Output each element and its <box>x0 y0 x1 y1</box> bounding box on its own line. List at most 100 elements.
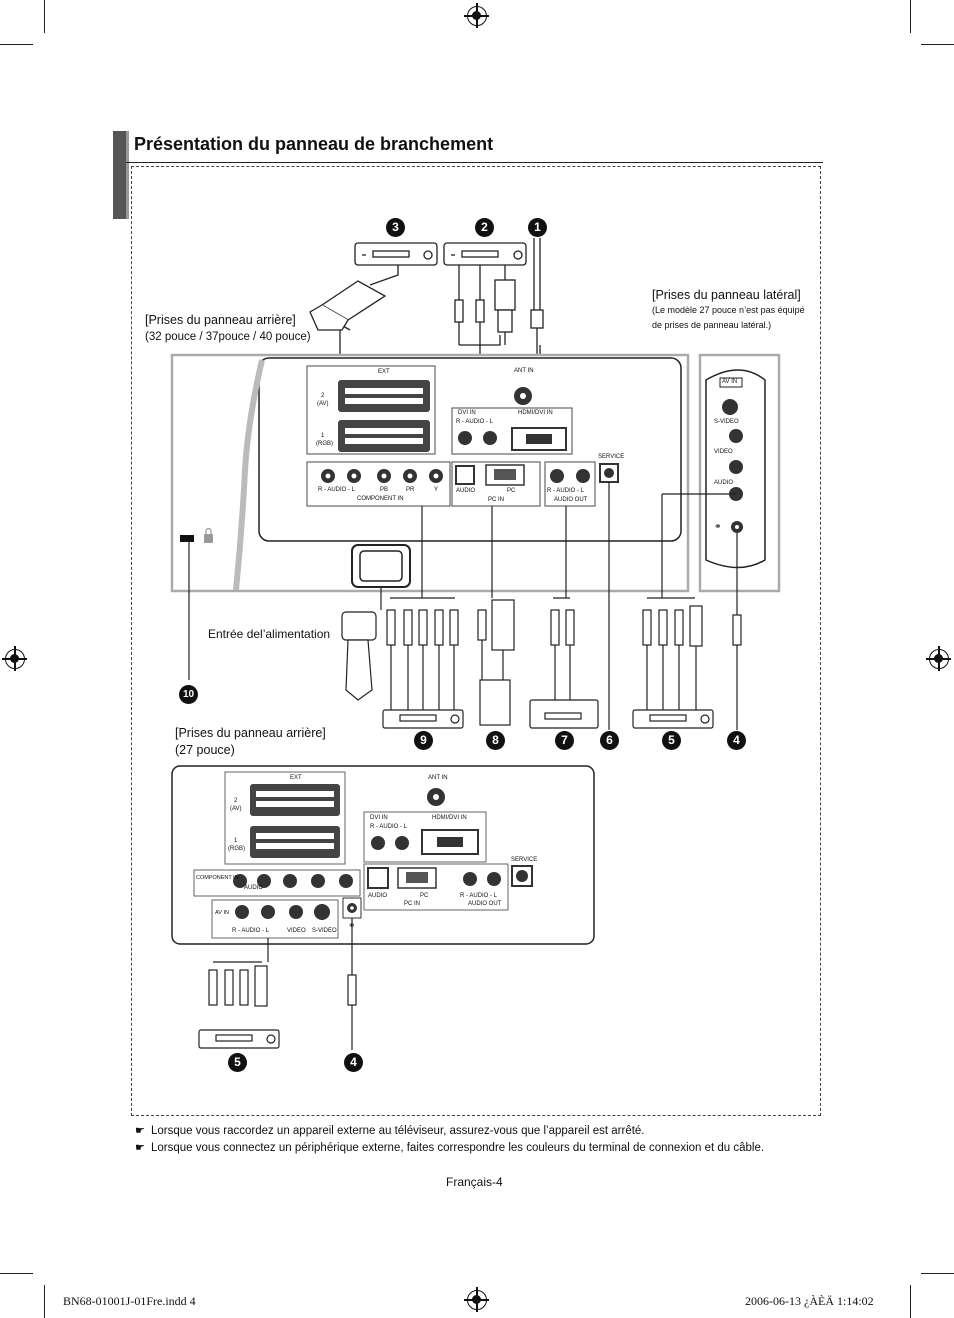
crop-mark <box>0 44 33 45</box>
av-plugs <box>632 605 714 729</box>
callout-4: 4 <box>727 731 746 750</box>
crop-mark <box>910 0 911 33</box>
callout-5: 5 <box>662 731 681 750</box>
power-input-label: Entrée del’alimentation <box>208 627 331 641</box>
side-panel <box>698 353 781 593</box>
panel27-label-av-audio: R - AUDIO - L <box>232 928 270 934</box>
panel-label-rgb1: 1 <box>321 433 325 439</box>
callout-1: 1 <box>528 218 547 237</box>
slug-timestamp: 2006-06-13 ¿ÀÈÄ 1:14:02 <box>745 1294 874 1308</box>
panel27-label-pc-audio: AUDIO <box>368 893 388 899</box>
panel27-label-ant-in: ANT IN <box>428 775 448 781</box>
page-title: Présentation du panneau de branchement <box>134 134 494 154</box>
headphone-plug <box>732 614 742 730</box>
registration-mark-icon <box>464 1287 489 1312</box>
panel27-label-audio-out: AUDIO OUT <box>468 901 502 907</box>
callout-9: 9 <box>414 731 433 750</box>
rear-panel-large-sizes: (32 pouce / 37pouce / 40 pouce) <box>145 331 311 343</box>
panel-label-av-in: AV IN <box>722 379 738 385</box>
pointing-hand-icon: ☛ <box>135 1142 145 1154</box>
panel27-label-av2-sub: (AV) <box>230 806 242 812</box>
panel27-label-rgb1: 1 <box>234 838 238 844</box>
side-panel-note: (Le modèle 27 pouce n’est pas équipé <box>652 305 805 315</box>
callout-10: 10 <box>179 685 198 704</box>
panel-label-service: SERVICE <box>598 454 625 460</box>
note-item: ☛ Lorsque vous connectez un périphérique … <box>135 1141 764 1154</box>
panel27-label-video: VIDEO <box>287 928 306 934</box>
panel-label-audio: R - AUDIO - L <box>456 419 494 425</box>
note-text: Lorsque vous connectez un périphérique e… <box>151 1142 765 1154</box>
registration-mark-icon <box>2 646 27 671</box>
panel-label-pb: PB <box>380 487 389 493</box>
panel-label-dvi-in: DVI IN <box>458 410 476 416</box>
panel-label-side-audio: AUDIO <box>714 480 734 486</box>
callout-8: 8 <box>486 731 505 750</box>
callout-6: 6 <box>600 731 619 750</box>
panel27-label-dvi-audio: R - AUDIO - L <box>370 824 408 830</box>
panel-label-av2-sub: (AV) <box>317 401 329 407</box>
slug-file: BN68-01001J-01Fre.indd 4 <box>63 1294 196 1308</box>
panel27-label-dvi-in: DVI IN <box>370 815 388 821</box>
panel-label-rgb1-sub: (RGB) <box>316 441 333 447</box>
panel27-label-audio-out-rl: R - AUDIO - L <box>460 893 498 899</box>
pc-plugs <box>477 599 515 726</box>
callout-3: 3 <box>386 218 405 237</box>
crop-mark <box>0 1273 33 1274</box>
panel27-label-av2: 2 <box>234 798 238 804</box>
panel-label-component-in: COMPONENT IN <box>357 496 404 502</box>
registration-mark-icon <box>926 646 951 671</box>
panel-label-audio-out-rl: R - AUDIO - L <box>547 488 585 494</box>
panel-label-pc: PC <box>507 488 516 494</box>
panel-label-ant-in: ANT IN <box>514 368 534 374</box>
panel27-label-s-video: S-VIDEO <box>312 928 337 934</box>
panel27-label-component-audio: AUDIO <box>244 885 264 891</box>
panel27-label-av-in: AV IN <box>215 910 229 916</box>
panel-label-ext: EXT <box>378 369 390 375</box>
title-accent-bar <box>113 131 126 219</box>
crop-mark <box>910 1285 911 1318</box>
panel27-label-rgb1-sub: (RGB) <box>228 846 245 852</box>
panel-label-pc-in: PC IN <box>488 497 505 503</box>
panel27-label-pc-in: PC IN <box>404 901 421 907</box>
panel27-label-hdmi-dvi-in: HDMI/DVI IN <box>432 815 467 821</box>
callout-2: 2 <box>475 218 494 237</box>
device-top-scart <box>354 242 438 266</box>
page-number: Français-4 <box>446 1175 503 1189</box>
panel-label-video: VIDEO <box>714 449 733 455</box>
panel-label-av2: 2 <box>321 393 325 399</box>
rear-panel-large-heading: [Prises du panneau arrière] <box>145 313 296 327</box>
panel-label-y: Y <box>434 487 439 493</box>
rear-panel-large <box>170 353 690 593</box>
component-plugs <box>382 609 464 729</box>
panel27-label-service: SERVICE <box>511 857 538 863</box>
callout-5-27: 5 <box>228 1053 247 1072</box>
headphone-icon: ⚭ <box>714 521 722 531</box>
side-panel-note: de prises de panneau latéral.) <box>652 320 772 330</box>
panel-label-audio-out: AUDIO OUT <box>554 497 588 503</box>
pointing-hand-icon: ☛ <box>135 1125 145 1137</box>
lock-icon <box>204 527 213 543</box>
panel27-label-pc: PC <box>420 893 429 899</box>
panel-label-component-audio: R - AUDIO - L <box>318 487 356 493</box>
headphone-icon: ⚭ <box>348 920 356 930</box>
note-text: Lorsque vous raccordez un appareil exter… <box>151 1125 645 1137</box>
power-plug <box>341 611 377 701</box>
panel-label-s-video: S-VIDEO <box>714 419 739 425</box>
crop-mark <box>921 44 954 45</box>
panel-label-hdmi-dvi-in: HDMI/DVI IN <box>518 410 553 416</box>
note-item: ☛ Lorsque vous raccordez un appareil exte… <box>135 1124 645 1137</box>
callout-4-27: 4 <box>344 1053 363 1072</box>
callout-7: 7 <box>555 731 574 750</box>
title-accent-bar <box>126 131 129 219</box>
rear-panel-27 <box>171 765 595 945</box>
crop-mark <box>44 1285 45 1318</box>
panel27-label-ext: EXT <box>290 775 302 781</box>
device-top-hdmi <box>443 242 527 266</box>
audio-out-plugs <box>529 609 599 729</box>
title-rule <box>126 162 823 163</box>
crop-mark <box>921 1273 954 1274</box>
registration-mark-icon <box>464 3 489 28</box>
side-panel-heading: [Prises du panneau latéral] <box>652 288 801 302</box>
panel-label-audio: AUDIO <box>456 488 476 494</box>
